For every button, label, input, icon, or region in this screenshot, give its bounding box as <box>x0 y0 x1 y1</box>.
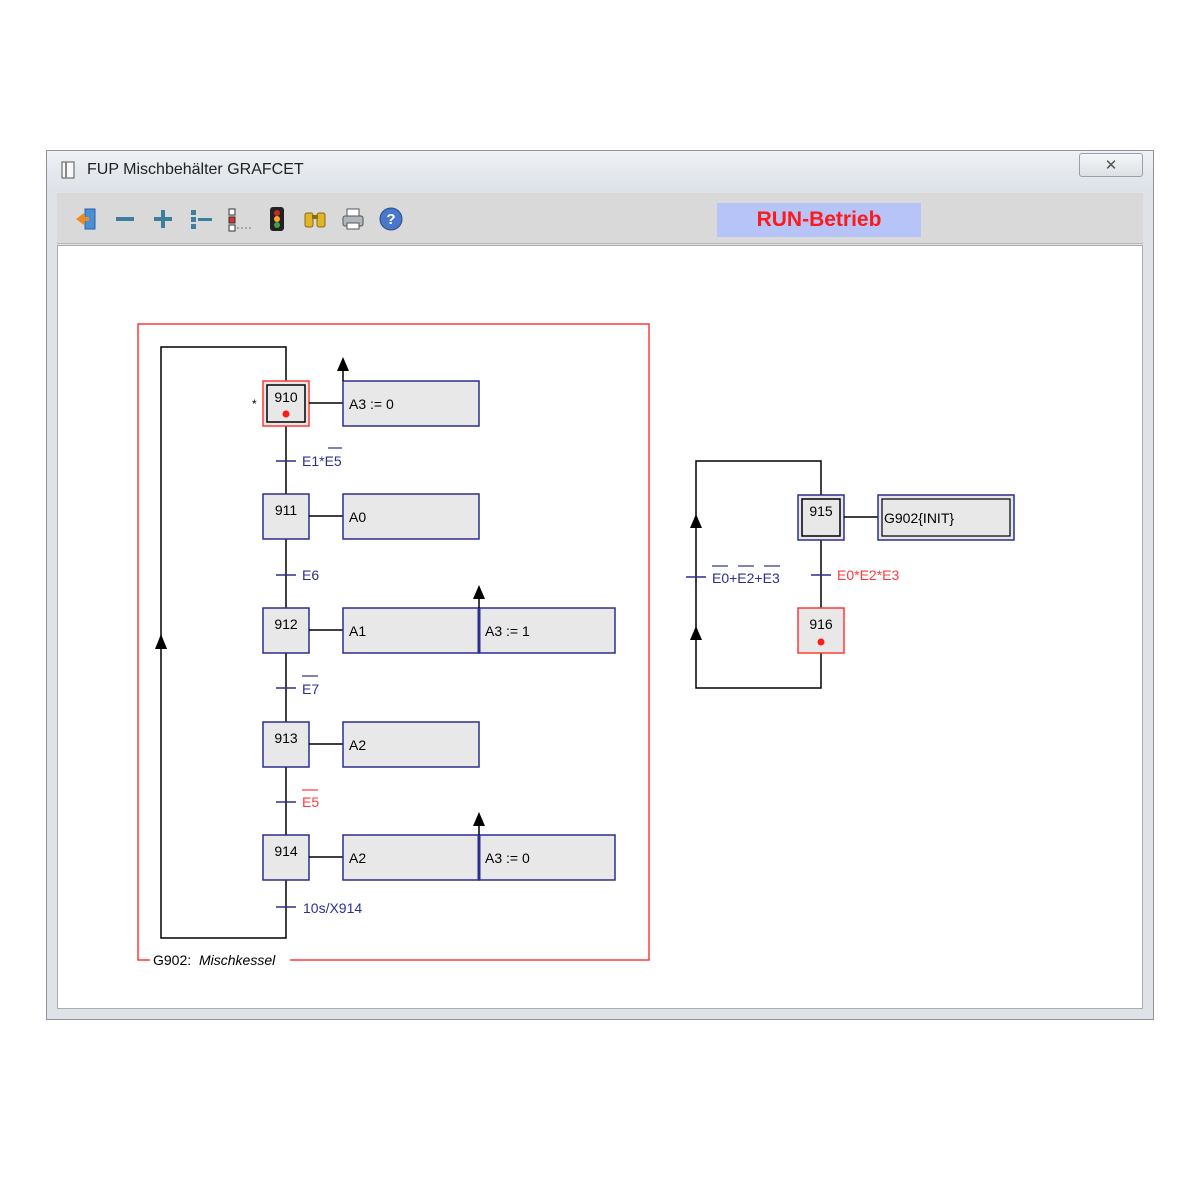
svg-text:?: ? <box>386 211 395 228</box>
expand-icon[interactable] <box>225 205 253 233</box>
transition-e7[interactable]: E7 <box>276 675 319 697</box>
svg-text:A2: A2 <box>349 850 366 866</box>
svg-text:A1: A1 <box>349 623 366 639</box>
svg-text:915: 915 <box>809 503 833 519</box>
transition-e0-or-e2-or-e3[interactable]: E0+E2+E3 <box>686 565 780 586</box>
close-icon: ✕ <box>1104 157 1118 174</box>
svg-text:912: 912 <box>274 616 298 632</box>
title-bar: FUP Mischbehälter GRAFCET ✕ <box>47 151 1153 191</box>
svg-text:E0+E2+E3: E0+E2+E3 <box>712 570 780 586</box>
transition-timer[interactable]: 10s/X914 <box>276 900 362 916</box>
step-914[interactable]: 914 <box>262 834 310 881</box>
print-icon[interactable] <box>339 205 367 233</box>
document-icon <box>61 161 75 179</box>
action-912: A1 A3 := 1 <box>342 607 616 654</box>
svg-text:E1*E5: E1*E5 <box>302 453 342 469</box>
action-915: G902{INIT} <box>877 494 1015 541</box>
grafcet-window: FUP Mischbehälter GRAFCET ✕ <box>46 150 1154 1020</box>
transition-e1-e5[interactable]: E1*E5 <box>276 447 342 469</box>
loop-arrow <box>155 634 167 649</box>
close-button[interactable]: ✕ <box>1079 153 1143 177</box>
svg-text:E7: E7 <box>302 681 319 697</box>
svg-text:914: 914 <box>274 843 298 859</box>
run-status-badge: RUN-Betrieb <box>717 203 921 237</box>
transition-e0-e2-e3[interactable]: E0*E2*E3 <box>811 567 899 583</box>
step-913[interactable]: 913 <box>262 721 310 768</box>
action-914: A2 A3 := 0 <box>342 834 616 881</box>
svg-text:E5: E5 <box>302 794 319 810</box>
svg-text:A3 := 1: A3 := 1 <box>485 623 530 639</box>
step-915[interactable]: 915 <box>797 494 845 541</box>
loop-line-2 <box>695 460 822 689</box>
traffic-light-icon[interactable] <box>263 205 291 233</box>
svg-text:910: 910 <box>274 389 298 405</box>
window-title: FUP Mischbehälter GRAFCET <box>87 161 304 178</box>
step-910[interactable]: 910 <box>262 380 310 427</box>
step-916[interactable]: 916 <box>797 607 845 654</box>
svg-text:A3 := 0: A3 := 0 <box>485 850 530 866</box>
grafcet-label-prefix: G902: <box>153 952 191 968</box>
collapse-icon[interactable] <box>187 205 215 233</box>
action-911: A0 <box>342 493 480 540</box>
toolbar: ? RUN-Betrieb <box>57 193 1143 244</box>
svg-text:913: 913 <box>274 730 298 746</box>
grafcet-frame-g902 <box>137 323 650 961</box>
action-913: A2 <box>342 721 480 768</box>
svg-text:E0*E2*E3: E0*E2*E3 <box>837 567 899 583</box>
svg-text:10s/X914: 10s/X914 <box>303 900 362 916</box>
svg-text:A0: A0 <box>349 509 366 525</box>
svg-text:A2: A2 <box>349 737 366 753</box>
zoom-out-icon[interactable] <box>111 205 139 233</box>
initial-step-marker: * <box>252 397 257 411</box>
svg-text:911: 911 <box>275 502 298 518</box>
help-icon[interactable]: ? <box>377 205 405 233</box>
action-910: A3 := 0 <box>342 380 480 427</box>
zoom-in-icon[interactable] <box>149 205 177 233</box>
grafcet-label-name: Mischkessel <box>199 952 276 968</box>
step-912[interactable]: 912 <box>262 607 310 654</box>
diagram-canvas: 910 * A3 := 0 E1*E5 911 <box>57 245 1143 1009</box>
svg-text:G902{INIT}: G902{INIT} <box>884 510 954 526</box>
svg-text:E6: E6 <box>302 567 319 583</box>
find-icon[interactable] <box>301 205 329 233</box>
grafcet-diagram: 910 * A3 := 0 E1*E5 911 <box>137 323 1015 968</box>
transition-e6[interactable]: E6 <box>276 567 319 583</box>
svg-text:A3 := 0: A3 := 0 <box>349 396 394 412</box>
transition-e5[interactable]: E5 <box>276 789 319 810</box>
svg-text:916: 916 <box>809 616 833 632</box>
step-911[interactable]: 911 <box>262 493 310 540</box>
exit-icon[interactable] <box>73 205 101 233</box>
